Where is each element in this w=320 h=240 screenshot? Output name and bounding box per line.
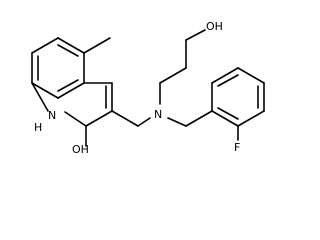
ethyl-bond-2 <box>159 67 187 84</box>
benzyl-bond-2 <box>185 110 213 127</box>
quinoline-benzo-ring <box>31 37 85 99</box>
molecule-structure: OH N F N H OH <box>31 20 265 156</box>
fluorophenyl-ring <box>211 67 265 127</box>
ring-nh-hydrogen-label: H <box>34 121 42 134</box>
ring-hydroxyl-label: OH <box>72 143 89 156</box>
hydroxyl-terminal-label: OH <box>206 20 223 33</box>
fluorine-label: F <box>234 141 240 154</box>
ethyl-bond-4 <box>185 29 206 41</box>
ring-nitrogen-label: N <box>48 109 56 122</box>
amine-nitrogen-label: N <box>154 108 162 121</box>
methylene-linker-bond <box>111 110 139 127</box>
quinoline-pyridine-ring <box>31 82 113 127</box>
benzyl-bond-1 <box>167 117 187 127</box>
amine-bond-left <box>137 117 151 127</box>
methyl-bond <box>83 37 111 54</box>
